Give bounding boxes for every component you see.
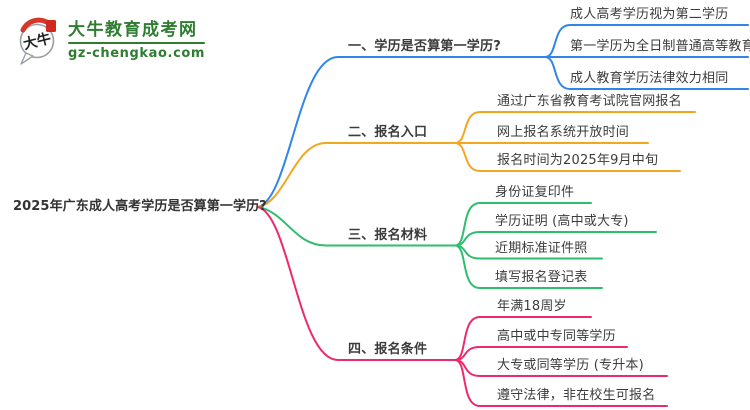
central-topic: 2025年广东成人高考学历是否算第一学历? — [13, 199, 267, 214]
branch-1-child-1-line — [544, 24, 749, 58]
logo-divider — [68, 42, 206, 44]
branch-4-child-2: 高中或中专同等学历 — [497, 329, 616, 344]
branch-2-child-3: 报名时间为2025年9月中旬 — [497, 153, 659, 168]
speech-bubble-tail — [20, 52, 34, 65]
branch-3-label: 三、报名材料 — [348, 228, 428, 243]
red-seal-icon — [46, 20, 56, 32]
site-name: 大牛教育成考网 — [68, 20, 198, 40]
branch-1-child-3-line — [544, 56, 749, 90]
branch-3-child-4: 填写报名登记表 — [495, 270, 588, 285]
site-domain: gz-chengkao.com — [68, 46, 206, 61]
site-logo: 大牛 大牛教育成考网 gz-chengkao.com — [16, 12, 206, 68]
branch-4-child-4-line — [454, 359, 668, 407]
branch-2-stem-line — [257, 142, 456, 208]
branch-4-label: 四、报名条件 — [348, 342, 428, 357]
branch-3-child-4-line — [454, 244, 603, 289]
branch-2-label: 二、报名入口 — [348, 125, 428, 140]
branch-4-child-3: 大专或同等学历 (专升本) — [497, 358, 644, 373]
logo-mark-text: 大牛 — [21, 30, 52, 53]
branch-3-child-3: 近期标准证件照 — [495, 241, 588, 256]
branch-2-child-1: 通过广东省教育考试院官网报名 — [497, 94, 682, 109]
branch-3-child-1: 身份证复印件 — [495, 185, 575, 200]
branch-1-child-3: 成人教育学历法律效力相同 — [570, 71, 729, 86]
branch-3-child-2: 学历证明 (高中或大专) — [495, 214, 629, 229]
branch-4-child-1: 年满18周岁 — [497, 299, 567, 314]
branch-1-child-2: 第一学历为全日制普通高等教育 — [570, 39, 750, 54]
branch-3-stem-line — [257, 206, 456, 247]
branch-1-child-1: 成人高考学历视为第二学历 — [570, 7, 729, 22]
branch-2-child-2: 网上报名系统开放时间 — [497, 125, 630, 140]
speech-bubble-shape — [19, 23, 55, 59]
daniu-speech-bubble-logo-icon: 大牛 — [19, 17, 56, 65]
branch-4-stem-line — [257, 206, 456, 361]
branch-4-child-4: 遵守法律，非在校生可报名 — [497, 388, 656, 403]
branch-1-label: 一、学历是否算第一学历? — [348, 39, 501, 54]
branch-2-child-3-line — [454, 142, 681, 172]
branch-2-child-1-line — [454, 111, 696, 144]
logo-text-block: 大牛教育成考网 gz-chengkao.com — [68, 12, 206, 61]
branch-1-stem-line — [257, 56, 546, 208]
